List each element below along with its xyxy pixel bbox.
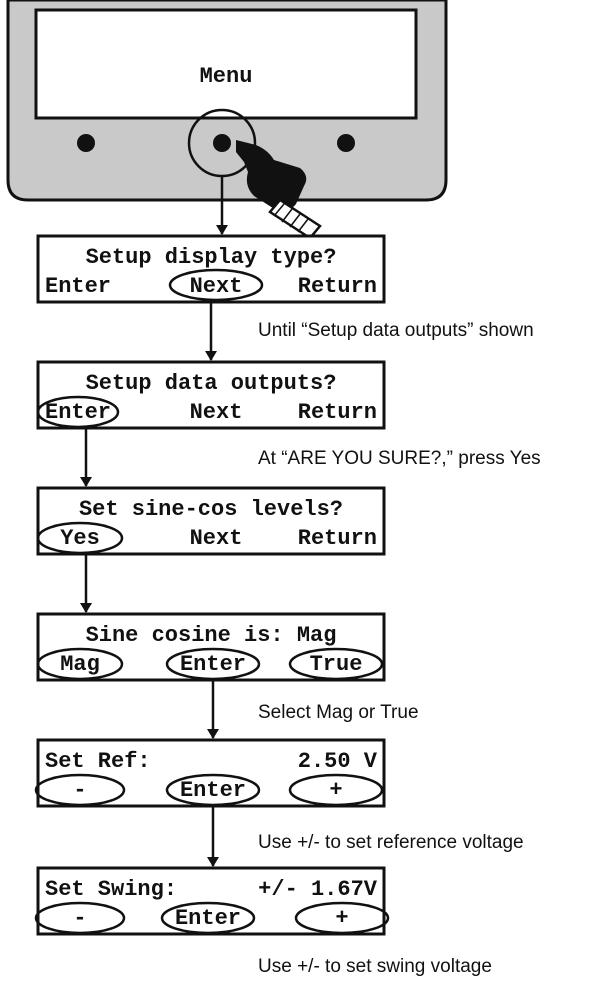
- device-display-text: Menu: [200, 64, 253, 89]
- softkey-left-highlight[interactable]: [34, 773, 126, 807]
- softkey-left-label: Enter: [45, 400, 111, 425]
- note-are-you-sure: At “ARE YOU SURE?,” press Yes: [258, 448, 541, 469]
- softkey-center-highlight[interactable]: [165, 647, 261, 681]
- softkey-left-label: -: [73, 906, 86, 931]
- screen-prompt-label: Set Ref:: [45, 749, 151, 774]
- device-display: [34, 8, 418, 120]
- center-knob[interactable]: [213, 134, 231, 152]
- softkey-center-label: Enter: [175, 906, 241, 931]
- softkey-right-highlight[interactable]: [288, 647, 384, 681]
- softkey-right-label: Return: [298, 274, 377, 299]
- softkey-left-label: Enter: [45, 274, 111, 299]
- screen-setup-display-type: Setup display type? Enter Next Return: [36, 234, 386, 304]
- screen-prompt-value: +/- 1.67V: [258, 877, 378, 902]
- screen-frame: [36, 612, 386, 682]
- softkey-left-label: Yes: [60, 526, 100, 551]
- softkey-left-highlight[interactable]: [36, 521, 124, 555]
- device-panel: Menu: [6, 0, 448, 202]
- screen-setup-data-outputs: Setup data outputs? Enter Next Return: [36, 360, 386, 430]
- screen-prompt: Setup display type?: [86, 245, 337, 270]
- screen-prompt-label: Set Swing:: [45, 877, 177, 902]
- screen-prompt: Sine cosine is: Mag: [86, 623, 337, 648]
- softkey-center-label: Enter: [180, 778, 246, 803]
- screen-prompt: Setup data outputs?: [86, 371, 337, 396]
- softkey-center-label: Enter: [180, 652, 246, 677]
- softkey-left-label: Mag: [60, 652, 100, 677]
- softkey-center-highlight[interactable]: [165, 773, 261, 807]
- softkey-right-highlight[interactable]: [288, 773, 384, 807]
- screen-frame: [36, 486, 386, 556]
- softkey-center-label: Next: [190, 400, 243, 425]
- screen-prompt-value: 2.50 V: [298, 749, 378, 774]
- softkey-center-label: Next: [190, 526, 243, 551]
- left-knob[interactable]: [77, 134, 95, 152]
- screen-set-sine-cos-levels: Set sine-cos levels? Yes Next Return: [36, 486, 386, 556]
- note-set-reference-voltage: Use +/- to set reference voltage: [258, 832, 524, 853]
- softkey-right-label: +: [335, 906, 348, 931]
- screen-frame: [36, 866, 386, 936]
- screen-prompt: Set sine-cos levels?: [79, 497, 343, 522]
- screen-set-ref: Set Ref: 2.50 V - Enter +: [34, 738, 386, 808]
- softkey-left-highlight[interactable]: [36, 395, 120, 429]
- softkey-center-label: Next: [190, 274, 243, 299]
- softkey-left-highlight[interactable]: [36, 647, 124, 681]
- softkey-right-label: Return: [298, 526, 377, 551]
- softkey-center-highlight[interactable]: [160, 901, 256, 935]
- right-knob[interactable]: [337, 134, 355, 152]
- softkey-right-highlight[interactable]: [294, 901, 390, 935]
- note-select-mag-or-true: Select Mag or True: [258, 702, 419, 723]
- note-set-swing-voltage: Use +/- to set swing voltage: [258, 956, 492, 977]
- softkey-right-label: +: [329, 778, 342, 803]
- screen-sine-cosine-is: Sine cosine is: Mag Mag Enter True: [36, 612, 386, 682]
- softkey-left-label: -: [73, 778, 86, 803]
- softkey-right-label: Return: [298, 400, 377, 425]
- screen-frame: [36, 738, 386, 808]
- screen-set-swing: Set Swing: +/- 1.67V - Enter +: [34, 866, 390, 936]
- note-until-setup-data-outputs: Until “Setup data outputs” shown: [258, 320, 534, 341]
- screen-frame: [36, 360, 386, 430]
- softkey-right-label: True: [310, 652, 363, 677]
- softkey-center-highlight[interactable]: [168, 268, 264, 302]
- softkey-left-highlight[interactable]: [34, 901, 126, 935]
